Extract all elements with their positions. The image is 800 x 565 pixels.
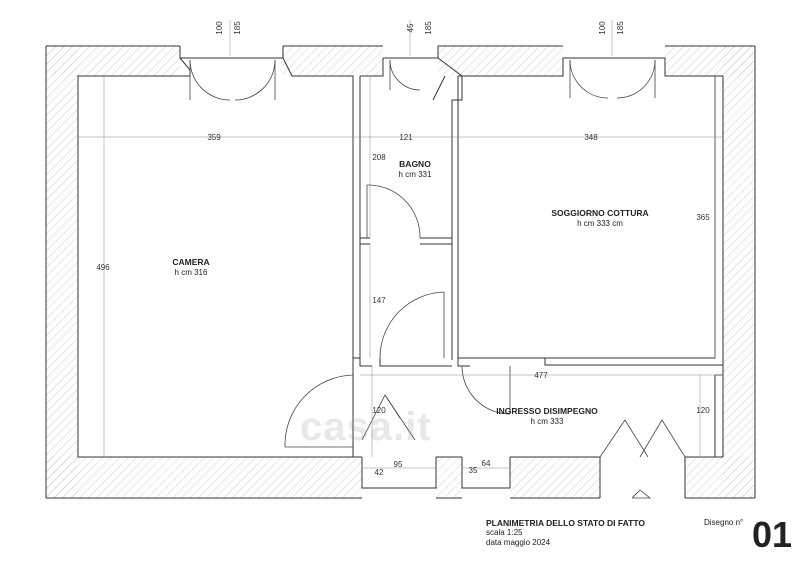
dim-niche-right-depth: 64: [482, 459, 491, 468]
title-block: PLANIMETRIA DELLO STATO DI FATTO scala 1…: [486, 518, 645, 548]
dim-soggiorno-width: 348: [584, 133, 598, 142]
room-ingresso-height: h cm 333: [531, 417, 564, 426]
drawing-scale: scala 1:25: [486, 528, 523, 537]
dimension-lines: [78, 20, 723, 469]
dim-top-window-right-a: 100: [598, 21, 607, 35]
dim-corridor-length: 147: [372, 296, 386, 305]
dim-ingresso-left-depth: 120: [372, 406, 386, 415]
dim-top-window-left-a: 100: [215, 21, 224, 35]
dim-ingresso-width: 477: [534, 371, 548, 380]
dim-niche-right-width: 35: [469, 466, 478, 475]
dim-bagno-width: 121: [399, 133, 413, 142]
room-bagno-height: h cm 331: [399, 170, 432, 179]
dim-niche-left-depth: 95: [394, 460, 403, 469]
dim-top-window-left-b: 185: [233, 21, 242, 35]
room-camera-height: h cm 316: [175, 268, 208, 277]
drawing-title: PLANIMETRIA DELLO STATO DI FATTO: [486, 518, 645, 528]
dim-top-window-right-b: 185: [616, 21, 625, 35]
exterior-walls: [46, 46, 755, 498]
watermark-logo: casa.it: [300, 405, 432, 449]
dim-camera-width: 359: [207, 133, 221, 142]
door-swings: [189, 59, 686, 499]
drawing-number: 01: [752, 514, 793, 555]
dim-bagno-depth: 208: [372, 153, 386, 162]
room-ingresso-name: INGRESSO DISIMPEGNO: [496, 406, 598, 416]
drawing-number-label: Disegno n°: [704, 518, 744, 527]
dim-ingresso-right-depth: 120: [696, 406, 710, 415]
dim-camera-depth: 496: [96, 263, 110, 272]
drawing-date: data maggio 2024: [486, 538, 551, 547]
wall-lines: [45, 45, 756, 499]
dim-niche-left-width: 42: [375, 468, 384, 477]
room-soggiorno-height: h cm 333 cm: [577, 219, 623, 228]
dim-soggiorno-depth: 365: [696, 213, 710, 222]
room-camera-name: CAMERA: [172, 257, 209, 267]
room-soggiorno-name: SOGGIORNO COTTURA: [551, 208, 648, 218]
dim-top-window-mid-a: 45: [406, 23, 415, 32]
dim-top-window-mid-b: 185: [424, 21, 433, 35]
room-bagno-name: BAGNO: [399, 159, 431, 169]
